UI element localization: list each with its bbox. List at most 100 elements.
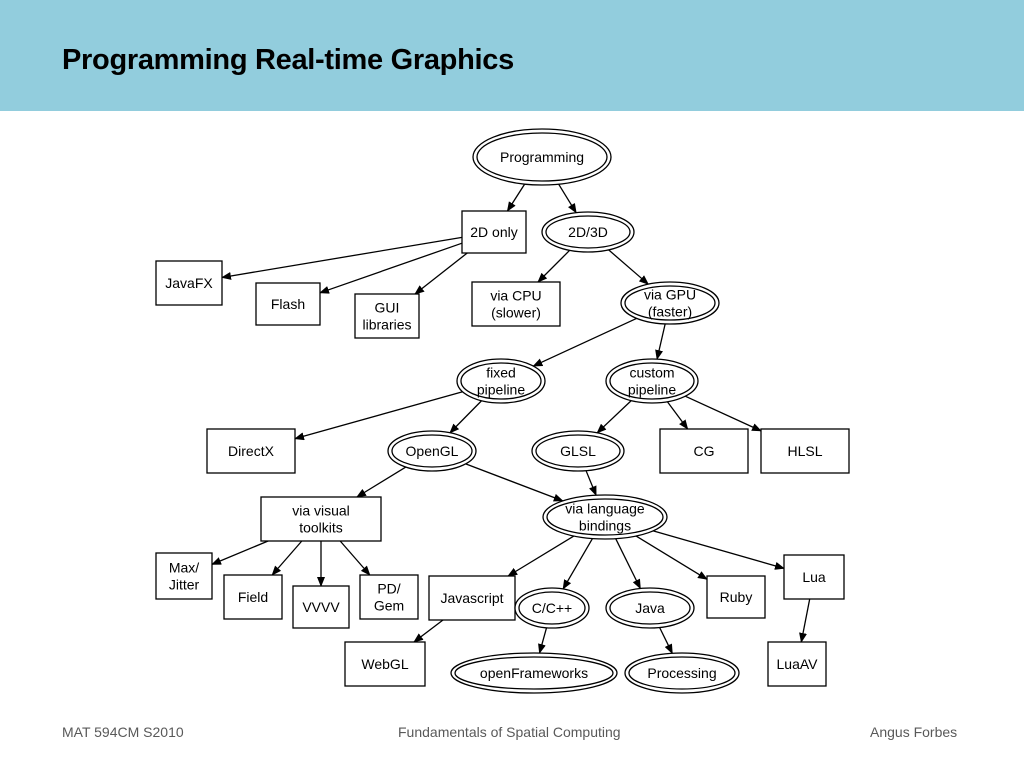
edge-opengl-to-via-language-bindings xyxy=(465,463,564,502)
node-cg: CG xyxy=(659,428,749,474)
node-label: libraries xyxy=(362,317,411,333)
node-label: Gem xyxy=(374,598,404,614)
node-label: GLSL xyxy=(560,443,596,459)
edge-glsl-to-via-language-bindings xyxy=(585,470,597,497)
node-label: custom xyxy=(629,365,674,381)
edge-c-cpp-to-openframeworks xyxy=(538,627,548,655)
node-processing: Processing xyxy=(624,652,740,694)
node-label: Programming xyxy=(500,149,584,165)
edge-two-d-three-d-to-via-cpu xyxy=(537,249,571,283)
node-label: Ruby xyxy=(720,589,753,605)
edge-programming-to-two-d-only xyxy=(506,183,526,212)
edge-two-d-only-to-javafx xyxy=(221,236,463,280)
node-label: bindings xyxy=(579,518,631,534)
node-vvvv: VVVV xyxy=(292,585,350,629)
node-openframeworks: openFrameworks xyxy=(450,652,618,694)
edge-via-visual-toolkits-to-pd-gem xyxy=(339,540,371,576)
edge-via-language-bindings-to-c-cpp xyxy=(562,538,594,590)
node-directx: DirectX xyxy=(206,428,296,474)
node-label: fixed xyxy=(486,365,516,381)
node-two-d-only: 2D only xyxy=(461,210,527,254)
node-javascript: Javascript xyxy=(428,575,516,621)
node-label: VVVV xyxy=(302,599,340,615)
edge-programming-to-two-d-three-d xyxy=(558,183,577,214)
slide-title: Programming Real-time Graphics xyxy=(62,44,514,76)
node-label: LuaAV xyxy=(777,656,819,672)
edge-custom-pipeline-to-hlsl xyxy=(684,395,762,432)
node-label: GUI xyxy=(375,300,400,316)
edge-via-gpu-to-fixed-pipeline xyxy=(532,317,637,367)
node-label: pipeline xyxy=(477,382,525,398)
footer-course: MAT 594CM S2010 xyxy=(62,724,184,740)
node-label: toolkits xyxy=(299,520,343,536)
node-label: PD/ xyxy=(377,581,400,597)
node-label: Field xyxy=(238,589,268,605)
node-luaav: LuaAV xyxy=(767,641,827,687)
node-label: DirectX xyxy=(228,443,275,459)
node-label: pipeline xyxy=(628,382,676,398)
node-field: Field xyxy=(223,574,283,620)
edge-via-visual-toolkits-to-field xyxy=(271,540,303,576)
node-c-cpp: C/C++ xyxy=(514,587,590,629)
edge-via-language-bindings-to-javascript xyxy=(507,535,575,577)
edge-lua-to-luaav xyxy=(799,598,811,643)
node-label: Flash xyxy=(271,296,305,312)
node-label: Processing xyxy=(647,665,716,681)
node-pd-gem: PD/Gem xyxy=(359,574,419,620)
node-label: Lua xyxy=(802,569,826,585)
edge-via-language-bindings-to-ruby xyxy=(635,535,708,580)
node-label: via visual xyxy=(292,503,350,519)
node-label: 2D only xyxy=(470,224,517,240)
node-label: WebGL xyxy=(361,656,408,672)
node-flash: Flash xyxy=(255,282,321,326)
node-programming: Programming xyxy=(472,128,612,186)
node-label: CG xyxy=(694,443,715,459)
node-label: (faster) xyxy=(648,304,692,320)
edge-via-language-bindings-to-lua xyxy=(653,530,785,570)
edge-custom-pipeline-to-cg xyxy=(666,401,689,430)
title-bar xyxy=(0,0,1024,111)
footer-subject: Fundamentals of Spatial Computing xyxy=(398,724,621,740)
node-label: Jitter xyxy=(169,577,200,593)
edge-via-language-bindings-to-java xyxy=(615,538,641,590)
edge-fixed-pipeline-to-directx xyxy=(294,391,463,441)
node-via-gpu: via GPU(faster) xyxy=(620,281,720,325)
node-lua: Lua xyxy=(783,554,845,600)
node-label: Javascript xyxy=(440,590,503,606)
node-label: HLSL xyxy=(787,443,822,459)
node-webgl: WebGL xyxy=(344,641,426,687)
node-label: Max/ xyxy=(169,560,199,576)
node-javafx: JavaFX xyxy=(155,260,223,306)
edge-fixed-pipeline-to-opengl xyxy=(449,400,483,434)
node-java: Java xyxy=(605,587,695,629)
node-label: Java xyxy=(635,600,665,616)
node-label: via language xyxy=(565,501,645,517)
node-hlsl: HLSL xyxy=(760,428,850,474)
edge-via-gpu-to-custom-pipeline xyxy=(655,323,666,361)
node-label: via CPU xyxy=(490,288,541,304)
node-glsl: GLSL xyxy=(531,430,625,472)
edge-two-d-only-to-flash xyxy=(319,242,463,294)
footer-author: Angus Forbes xyxy=(870,724,958,740)
node-label: openFrameworks xyxy=(480,665,588,681)
node-max-jitter: Max/Jitter xyxy=(155,552,213,600)
edge-via-visual-toolkits-to-max-jitter xyxy=(211,540,269,565)
edge-opengl-to-via-visual-toolkits xyxy=(356,466,407,498)
node-two-d-three-d: 2D/3D xyxy=(541,211,635,253)
node-ruby: Ruby xyxy=(706,575,766,619)
node-via-cpu: via CPU(slower) xyxy=(471,281,561,327)
edge-two-d-only-to-gui-libraries xyxy=(414,252,468,295)
node-label: JavaFX xyxy=(165,275,213,291)
node-label: (slower) xyxy=(491,305,541,321)
edge-custom-pipeline-to-glsl xyxy=(596,400,632,434)
node-label: C/C++ xyxy=(532,600,572,616)
edge-javascript-to-webgl xyxy=(413,619,444,643)
node-label: OpenGL xyxy=(406,443,459,459)
edge-java-to-processing xyxy=(659,627,673,655)
